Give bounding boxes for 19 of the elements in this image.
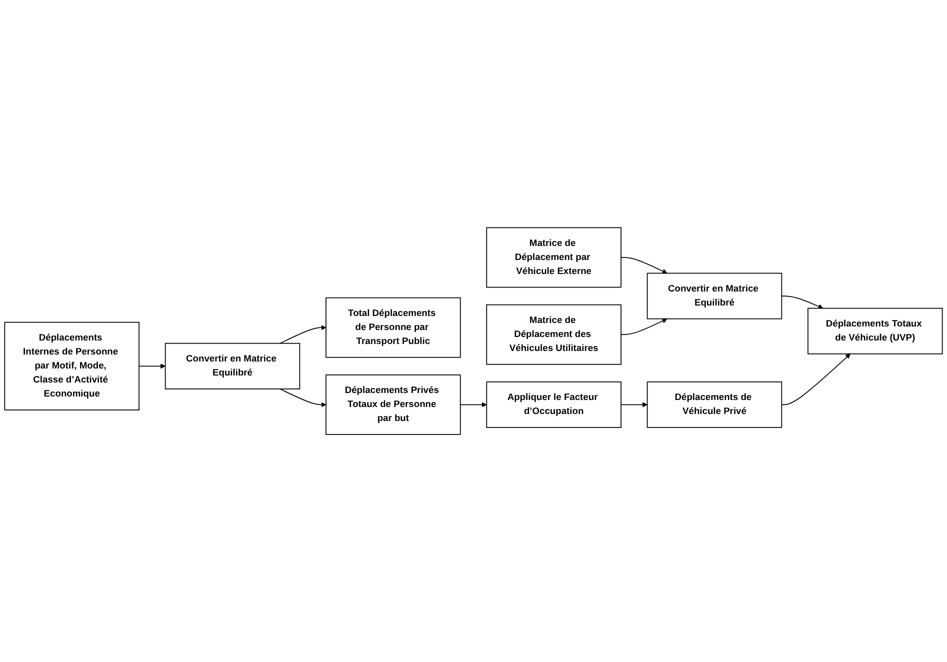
arrow xyxy=(781,354,850,406)
node-box: Déplacements Internes de Personne par Motif, Mode, Classe d’Activité Economique xyxy=(4,322,140,410)
arrow xyxy=(620,402,648,408)
arrow xyxy=(620,318,668,335)
node-box: Matrice de Déplacement des Véhicules Utilitaires xyxy=(486,304,622,365)
arrow xyxy=(280,324,326,344)
node-box: Convertir en Matrice Equilibré xyxy=(164,342,300,390)
arrow xyxy=(781,296,824,309)
node-box: Appliquer le Facteur d’Occupation xyxy=(486,381,622,428)
arrow xyxy=(280,388,326,408)
arrow xyxy=(138,363,166,369)
node-box: Total Déplacements de Personne par Transport Public xyxy=(326,297,461,358)
node-box: Déplacements Totaux de Véhicule (UVP) xyxy=(808,308,943,354)
arrow xyxy=(460,402,487,408)
node-box: Matrice de Déplacement par Véhicule Externe xyxy=(486,227,622,288)
arrow xyxy=(620,256,668,274)
node-box: Convertir en Matrice Equilibré xyxy=(646,272,782,320)
node-box: Déplacements Privés Totaux de Personne par but xyxy=(326,374,461,435)
node-box: Déplacements de Véhicule Privé xyxy=(646,381,782,428)
